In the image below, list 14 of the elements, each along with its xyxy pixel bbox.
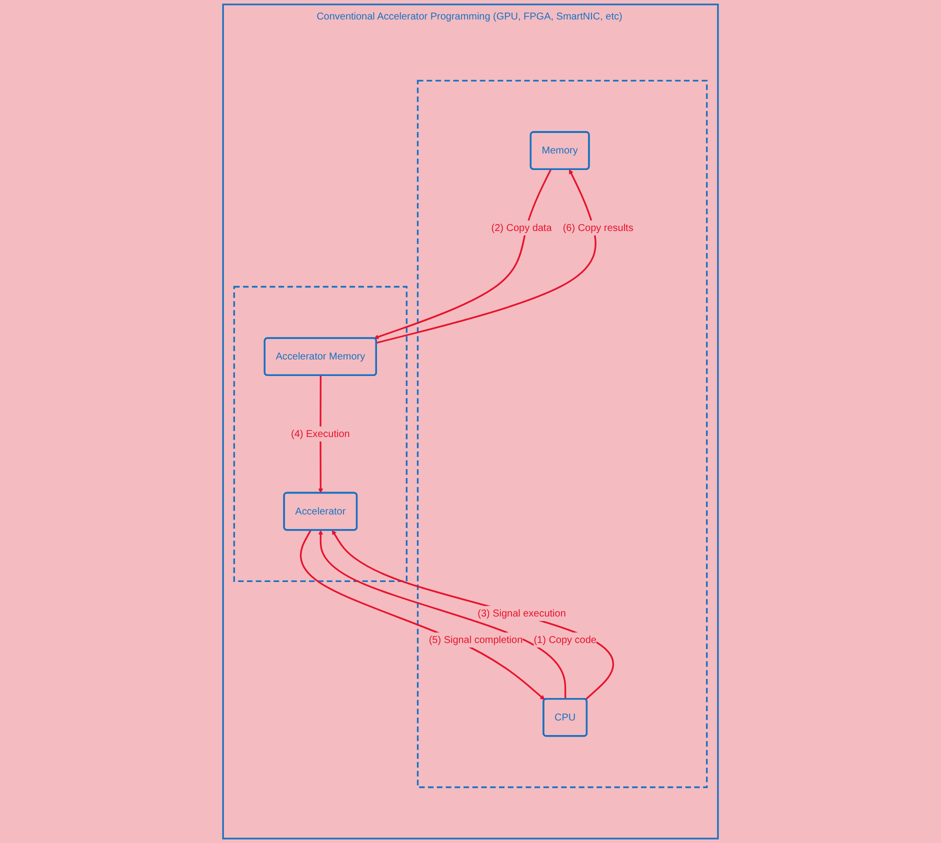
cluster bbox=[233, 286, 408, 582]
edge-label: (3) Signal execution bbox=[478, 608, 566, 619]
arrow bbox=[300, 530, 545, 700]
edge-label: (2) Copy data bbox=[491, 222, 552, 234]
cluster bbox=[416, 80, 708, 788]
arrow bbox=[318, 530, 566, 700]
edge-label: (1) Copy code bbox=[534, 634, 596, 646]
arrow bbox=[318, 375, 324, 494]
arrow bbox=[376, 169, 596, 344]
edge-label: (6) Copy results bbox=[562, 222, 634, 234]
edge-label: (5) Signal completion bbox=[428, 634, 523, 646]
arrow bbox=[332, 530, 614, 700]
edge-label: (4) Execution bbox=[291, 428, 350, 440]
arrow bbox=[374, 169, 552, 340]
